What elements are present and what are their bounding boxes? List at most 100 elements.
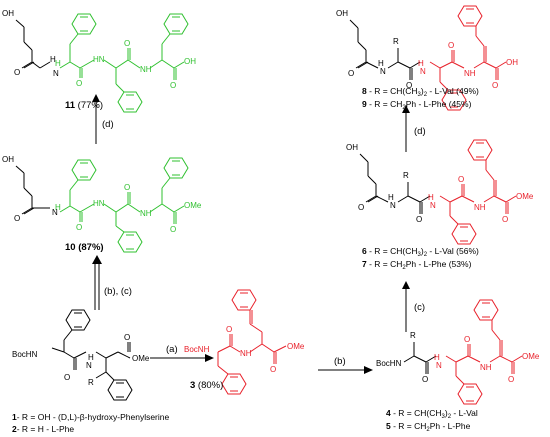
reagent-c: (c) [414,302,425,313]
o-label: O [124,39,130,48]
compound-3-structure: BocNH O NH O OMe [184,289,305,395]
bochn-label: BocHN [376,359,402,368]
o-label: O [124,183,130,192]
h-label: H [418,59,424,68]
r-label: R [88,378,94,387]
reagent-a: (a) [166,344,178,355]
reagent-bc: (b), (c) [104,286,132,297]
bocnh-label: BocNH [184,345,210,354]
h-label: H [55,203,61,212]
ome-label: OMe [522,352,540,361]
nh-label: NH [464,69,476,78]
o-label: O [358,203,364,212]
o-label: O [14,214,20,223]
compound-4-5-structure-red: H N O NH O OMe [434,299,540,405]
arrowhead [364,366,373,374]
reagent-b: (b) [334,356,346,367]
o-label: O [170,81,176,90]
compound-10-label: 10 (87%) [65,242,104,253]
arrowhead [402,281,410,289]
o-label: O [270,365,276,374]
o-label: O [348,69,354,78]
ome-label: OMe [516,192,534,201]
nh-label: H [50,55,56,64]
n-label: N [430,201,436,210]
h-label: H [434,353,440,362]
ome-label: OMe [287,342,305,351]
oh-label: OH [2,9,14,18]
h-label: H [55,59,61,68]
h-label: H [378,59,384,68]
compound-1-2-structure: BocHN O N H O OMe R [12,309,150,401]
compound-11-label: 11 (77%) [65,100,103,111]
n-label: N [380,67,386,76]
compound-8-label: 8 - R = CH(CH3)2 - L-Val (49%) [362,86,479,98]
o-label: O [64,373,70,382]
o-label: O [406,81,412,90]
compound-2-label: 2- R = H - L-Phe [12,424,74,434]
o-label: O [14,68,20,77]
r-label: R [403,171,409,180]
compound-1-label: 1- R = OH - (D,L)-β-hydroxy-Phenylserine [12,412,170,422]
ome-label: OMe [184,201,202,210]
ome-label: OMe [132,354,150,363]
arrowhead [402,105,410,113]
o-label: O [170,225,176,234]
o-label: O [422,375,428,384]
o-label: O [416,215,422,224]
compound-8-9-structure-black: OH O H N R O [336,9,421,90]
compound-8-9-structure-red: H N O NH O OH [418,5,518,111]
compound-10-structure: OH O N [2,155,202,253]
compound-6-7-structure-black: OH O H N R O [346,143,431,224]
n-label: N [390,201,396,210]
compound-4-5-structure-black: BocHN R O [376,331,437,384]
arrowhead [205,354,214,362]
reagent-d-left: (d) [102,119,114,130]
o-label: O [226,325,232,334]
arrowhead [92,255,102,264]
compound-9-label: 9 - R = CH2Ph - L-Phe (45%) [362,99,472,111]
oh-label: OH [2,155,14,164]
o-label: O [502,215,508,224]
o-label: O [76,223,82,232]
reagent-d-right: (d) [414,126,426,137]
nh-label: NH [474,203,486,212]
o-label: O [464,335,470,344]
r-label: R [393,37,399,46]
n-label: N [436,361,442,370]
compound-7-label: 7 - R = CH2Ph - L-Phe (53%) [362,259,472,271]
compound-11-structure: OH O H N [2,9,196,113]
nh-label: NH [140,209,152,218]
hn-label: HN [93,55,105,64]
n-label: N [86,361,92,370]
nh-label: NH [140,65,152,74]
hn-label: HN [93,199,105,208]
bochn-label: BocHN [12,350,38,359]
arrowhead [92,94,100,102]
h-label: H [88,353,94,362]
o-label: O [76,79,82,88]
compound-6-7-structure-red: H N O NH O OMe [428,139,534,245]
oh-label: OH [336,9,348,18]
h-label: H [428,193,434,202]
compound-5-label: 5 - R = CH2Ph - L-Phe [386,421,471,433]
oh-label: OH [506,58,518,67]
nh-label: NH [480,363,492,372]
compound-4-label: 4 - R = CH(CH3)2 - L-Val [386,408,478,420]
n-label: N [53,69,59,78]
h-label: H [388,193,394,202]
o-label: O [448,41,454,50]
compound-6-label: 6 - R = CH(CH3)2 - L-Val (56%) [362,246,479,258]
n-label: N [420,67,426,76]
oh-label: OH [184,57,196,66]
o-label: O [508,375,514,384]
o-label: O [124,333,130,342]
o-label: O [458,175,464,184]
nh-label: NH [240,349,252,358]
oh-label: OH [346,143,358,152]
n-label: N [52,208,58,217]
r-label: R [410,331,416,340]
o-label: O [492,81,498,90]
compound-3-label: 3 (80%) [190,380,223,391]
